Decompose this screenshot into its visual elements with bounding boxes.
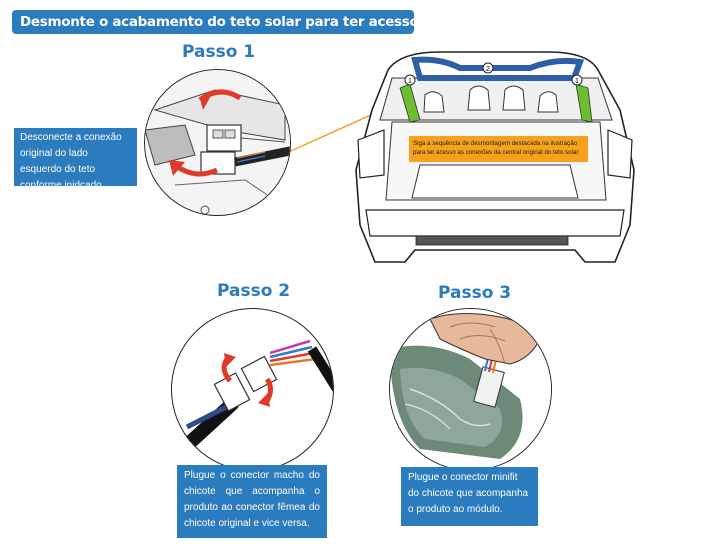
step-3-instruction: Plugue o conector minifit do chicote que…: [401, 467, 538, 526]
step-3-detail-image: [389, 308, 552, 471]
car-marker-2: 2: [486, 66, 490, 73]
header-banner: Desmonte o acabamento do teto solar para…: [12, 10, 513, 34]
step-2-instruction: Plugue o conector macho do chicote que a…: [177, 465, 327, 538]
car-marker-1-left: 1: [408, 78, 412, 85]
step-1-detail-image: [144, 69, 291, 216]
step-3-title: Passo 3: [438, 283, 512, 303]
step-1-instruction: Desconecte a conexão original do lado es…: [14, 128, 137, 191]
step-1-title: Passo 1: [182, 42, 256, 62]
step-2-title: Passo 2: [217, 281, 291, 301]
car-instruction-note: Siga a sequência de desmontagem destacad…: [409, 136, 588, 162]
step-2-detail-image: [171, 308, 334, 471]
car-marker-1-right: 1: [575, 78, 579, 85]
